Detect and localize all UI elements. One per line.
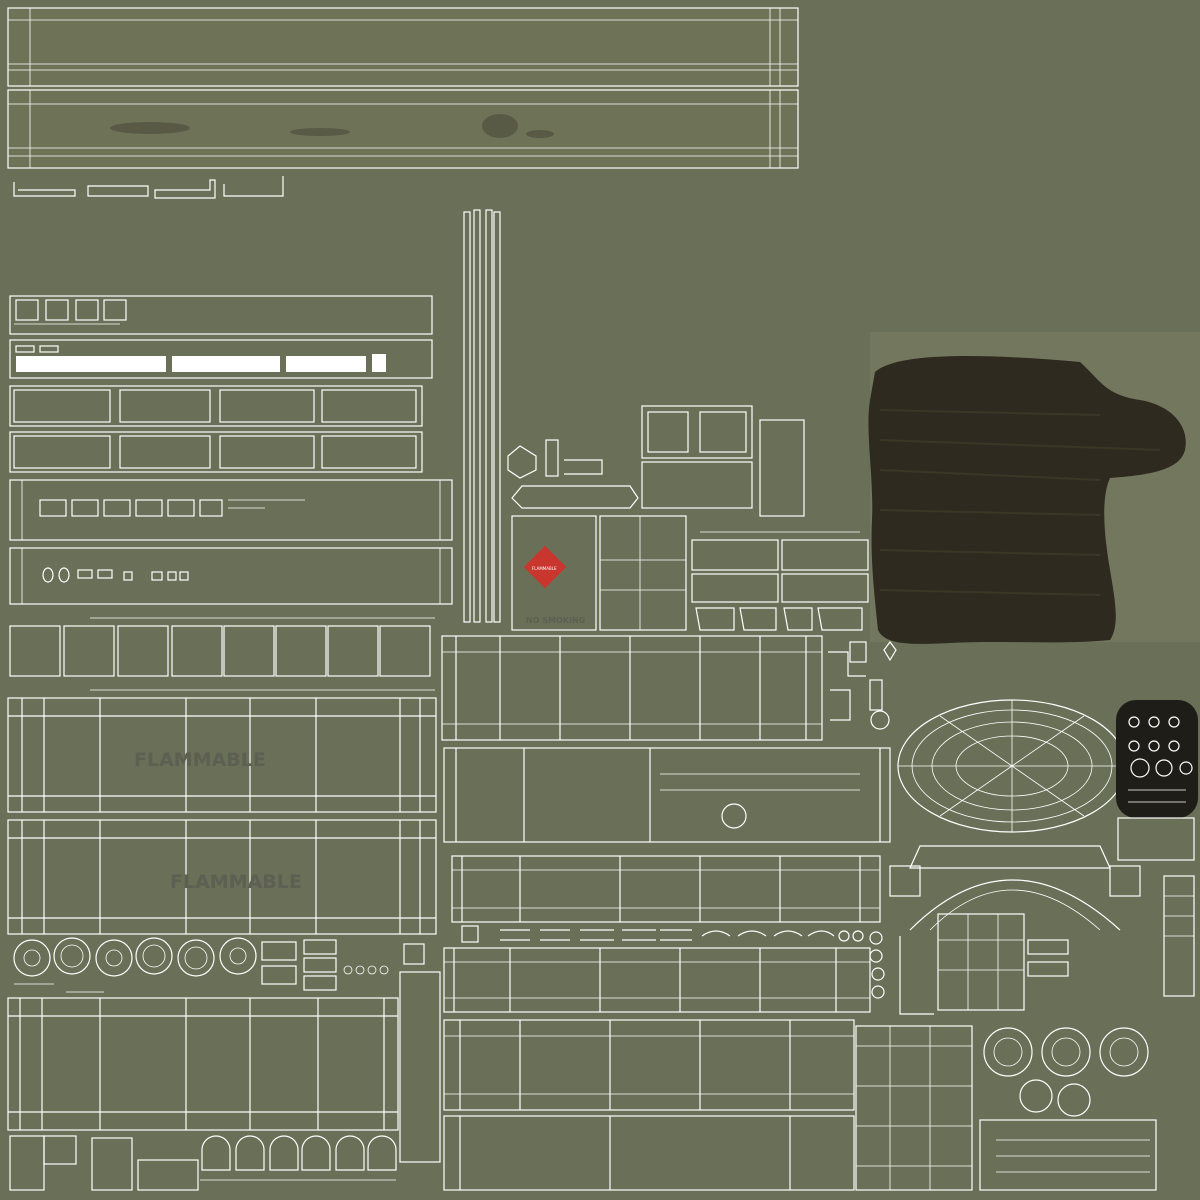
central-band-2 (443, 747, 891, 843)
bracket-cluster (828, 641, 897, 730)
lower-left-small-parts (9, 1135, 397, 1191)
tarp-dark-shape (868, 356, 1186, 644)
grunge-patch-top (8, 8, 798, 166)
grid-boxes (691, 531, 869, 631)
box-panel (9, 479, 453, 605)
connector-strip (461, 925, 885, 999)
vertical-poles (463, 209, 501, 623)
sign-diamond-label: FLAMMABLE (532, 566, 557, 571)
no-smoking-label: NO SMOKING (526, 616, 585, 625)
oval-mesh (897, 699, 1127, 833)
ring-parts (983, 1027, 1149, 1117)
central-band-5 (443, 1019, 855, 1191)
middle-small-parts (261, 939, 441, 1163)
slat-tiles (9, 617, 435, 691)
flammable-panel-top: FLAMMABLE (7, 697, 437, 813)
bottom-right-grid (855, 875, 1195, 1191)
flammable-label-bottom: FLAMMABLE (170, 871, 302, 893)
left-upper-panels (9, 295, 433, 379)
bracket-pieces (13, 176, 284, 199)
segmented-bars (9, 385, 423, 473)
central-band-3 (451, 855, 881, 923)
top-strip-stains (110, 114, 554, 138)
arch-mesh (889, 845, 1141, 1015)
hardware-cluster (507, 405, 805, 517)
lower-left-panel (7, 997, 399, 1131)
central-band-4 (443, 947, 871, 1013)
sign-panel-right (599, 515, 687, 631)
hardware-patch (1116, 700, 1198, 861)
wheel-discs (13, 937, 257, 993)
flammable-panel-bottom: FLAMMABLE (7, 819, 437, 935)
tarp-texture-lines (879, 409, 1161, 596)
central-band-1 (441, 635, 823, 741)
top-strip-wireframe (7, 7, 799, 169)
flammable-label-top: FLAMMABLE (134, 749, 266, 771)
